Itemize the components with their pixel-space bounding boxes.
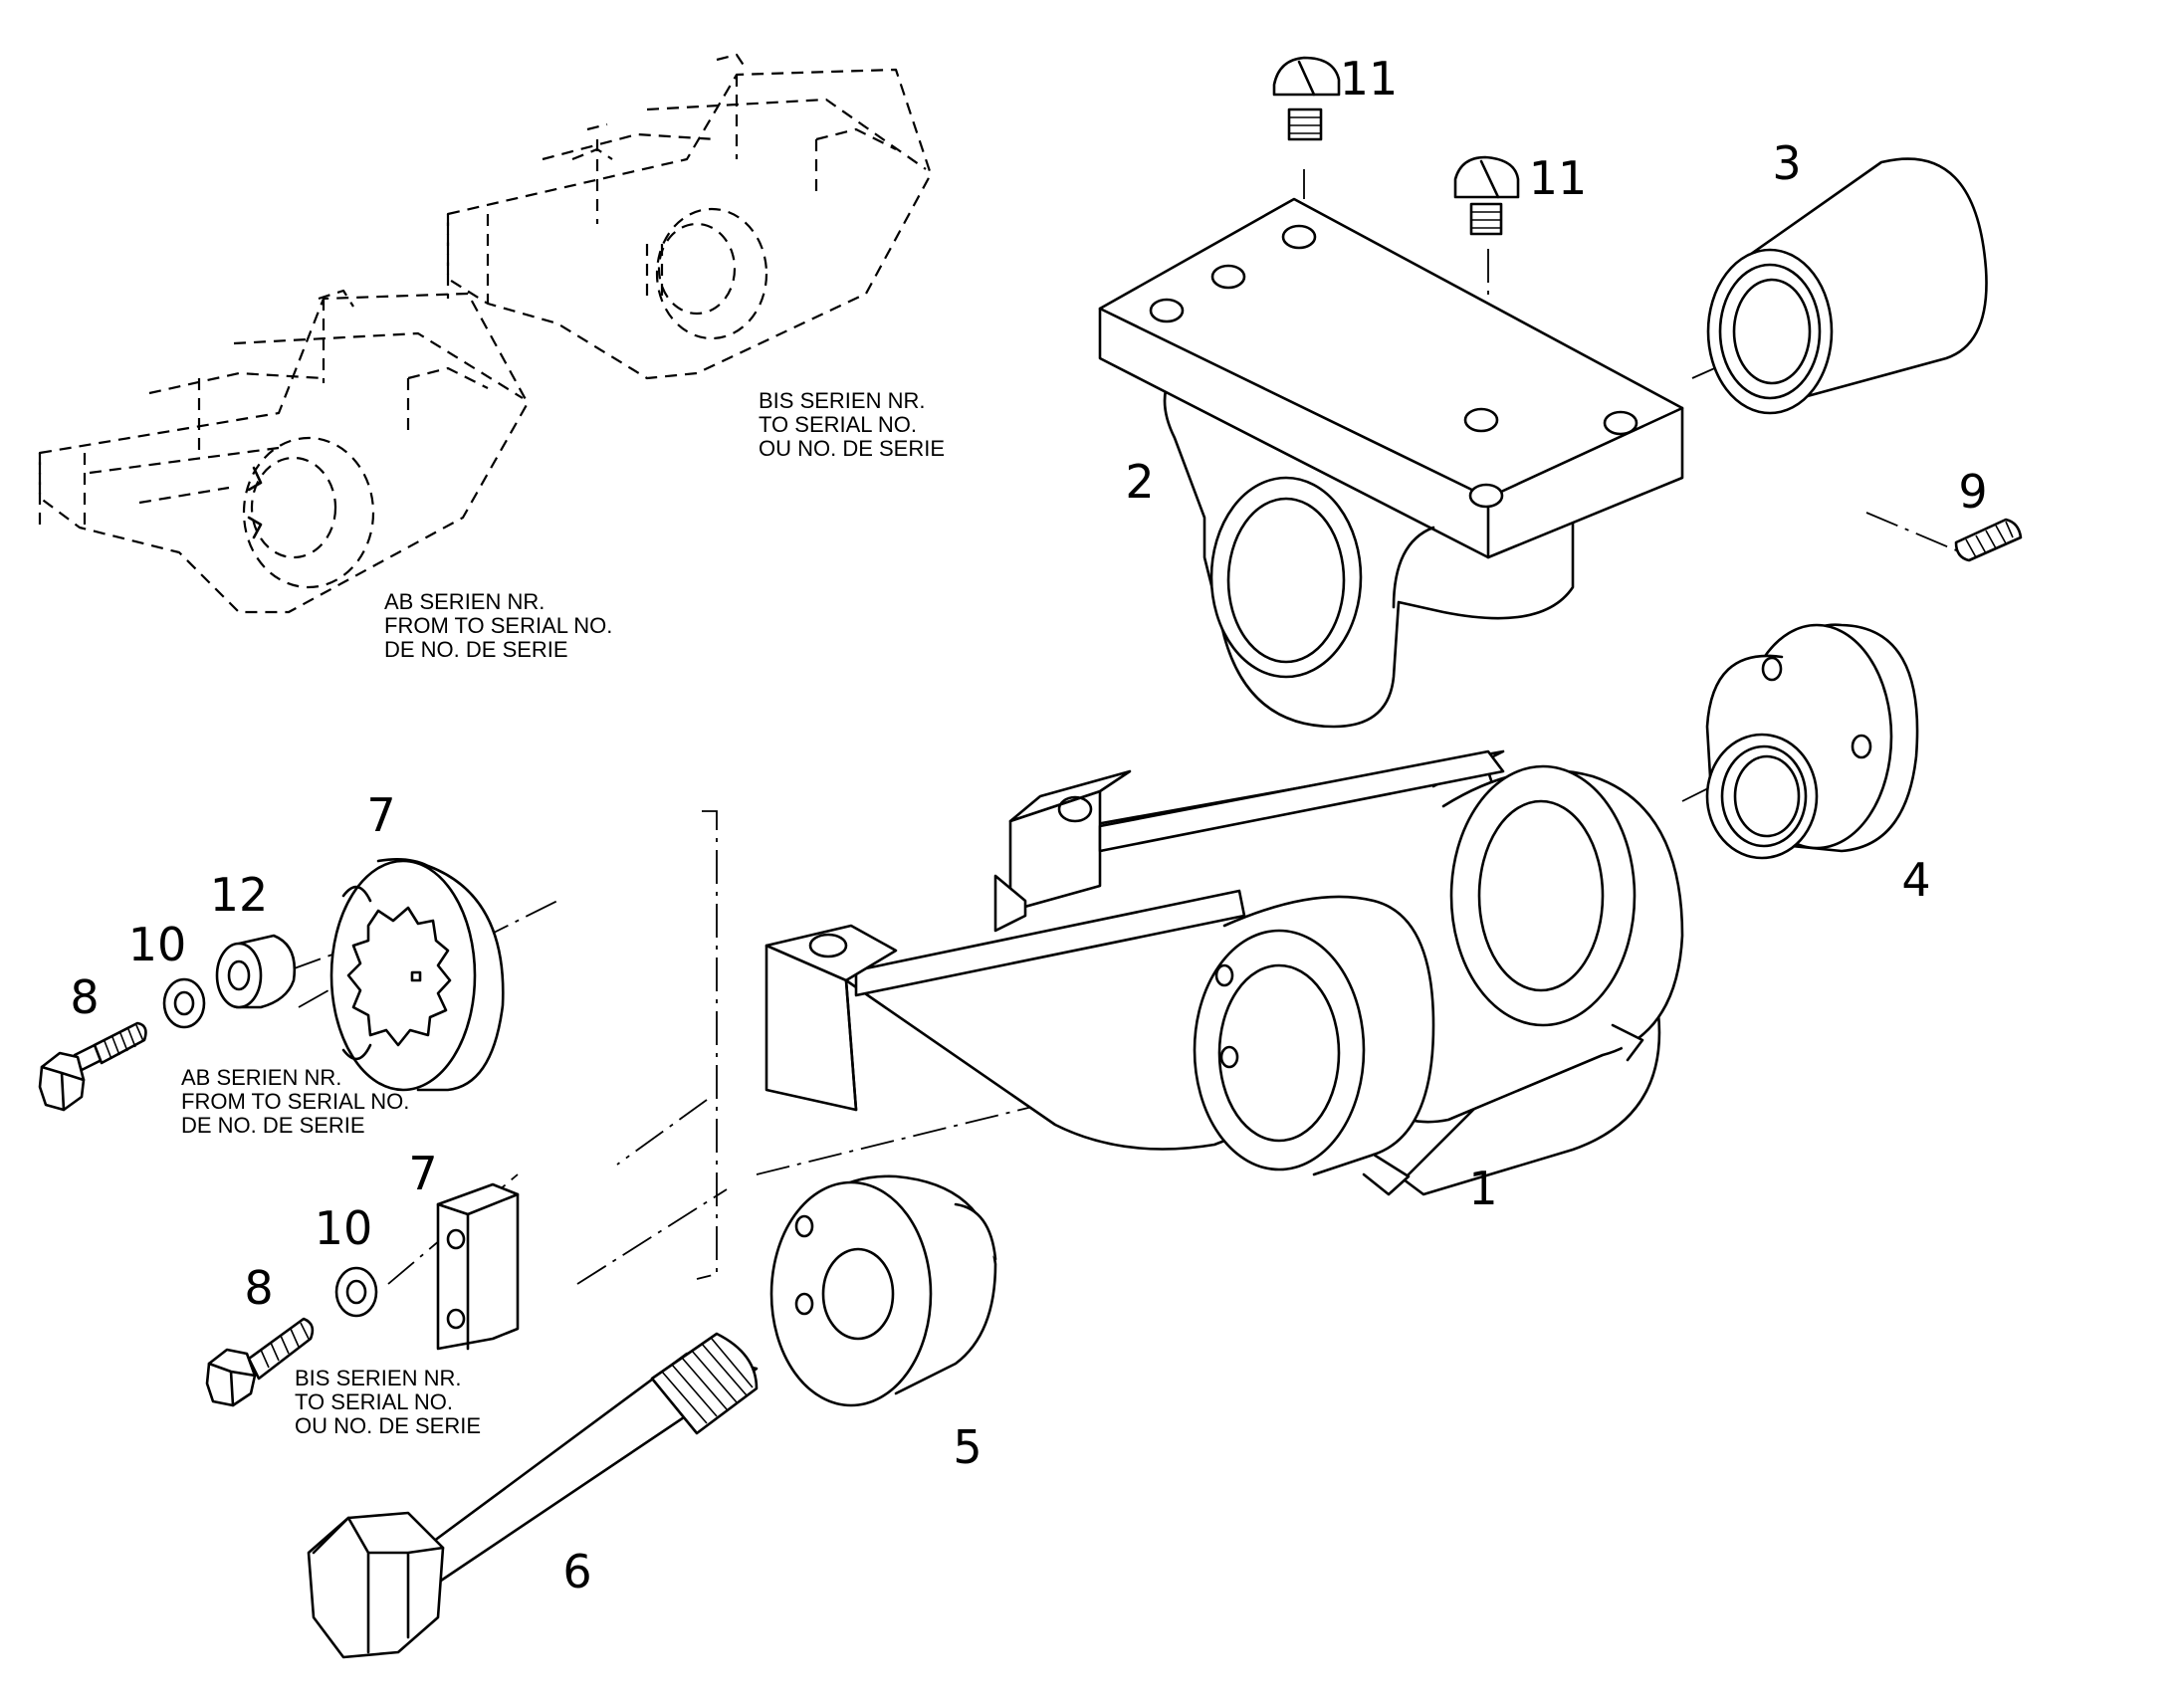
part-7-block [436, 1182, 520, 1351]
svg-text:FROM TO SERIAL NO.: FROM TO SERIAL NO. [384, 613, 612, 638]
svg-text:AB SERIEN NR.: AB SERIEN NR. [384, 589, 545, 614]
inset-assembly-bottom [38, 289, 530, 614]
svg-text:FROM TO SERIAL NO.: FROM TO SERIAL NO. [181, 1089, 409, 1114]
part-9-set-screw [1954, 518, 2023, 562]
note-inset-top: BIS SERIEN NR. TO SERIAL NO. OU NO. DE S… [759, 388, 945, 461]
callout-10-bottom: 10 [315, 1201, 373, 1255]
callout-11-b: 11 [1529, 151, 1588, 205]
callout-8-bottom: 8 [244, 1261, 273, 1315]
callout-7-gear: 7 [366, 788, 395, 842]
part-12-spacer [215, 934, 297, 1009]
part-8-bolt-b [205, 1317, 315, 1407]
part-1-main-housing [764, 749, 1684, 1196]
callout-3: 3 [1772, 136, 1801, 190]
inset-assembly-top [446, 53, 933, 380]
svg-text:TO SERIAL NO.: TO SERIAL NO. [295, 1389, 453, 1414]
part-7-gear-plate [329, 858, 505, 1092]
callout-4: 4 [1901, 853, 1930, 907]
callout-5: 5 [953, 1420, 982, 1474]
callout-7-block: 7 [408, 1147, 437, 1200]
svg-text:BIS SERIEN NR.: BIS SERIEN NR. [295, 1366, 461, 1390]
part-5-flange [769, 1174, 997, 1407]
part-4-flanged-bearing [1705, 623, 1919, 860]
callout-9: 9 [1958, 465, 1987, 519]
part-11-plug-b [1453, 155, 1520, 236]
callout-8-top: 8 [70, 970, 99, 1024]
callout-12: 12 [210, 868, 269, 922]
note-inset-bottom: AB SERIEN NR. FROM TO SERIAL NO. DE NO. … [384, 589, 612, 662]
part-11-plug-a [1272, 56, 1341, 141]
callout-11-a: 11 [1340, 52, 1399, 106]
part-6-hex-bolt [307, 1332, 759, 1659]
svg-text:OU NO. DE SERIE: OU NO. DE SERIE [759, 436, 945, 461]
part-2-mounting-bracket [1098, 197, 1684, 729]
callout-10-top: 10 [128, 918, 187, 971]
note-block-variant: BIS SERIEN NR. TO SERIAL NO. OU NO. DE S… [295, 1366, 481, 1438]
svg-text:AB SERIEN NR.: AB SERIEN NR. [181, 1065, 341, 1090]
svg-text:TO SERIAL NO.: TO SERIAL NO. [759, 412, 917, 437]
part-8-bolt-a [38, 1021, 147, 1112]
part-3-bushing [1706, 157, 1988, 415]
svg-text:DE NO. DE SERIE: DE NO. DE SERIE [181, 1113, 365, 1138]
svg-text:DE NO. DE SERIE: DE NO. DE SERIE [384, 637, 568, 662]
part-10-washer-b [334, 1266, 378, 1318]
svg-text:OU NO. DE SERIE: OU NO. DE SERIE [295, 1413, 481, 1438]
callout-2: 2 [1125, 455, 1154, 509]
callout-6: 6 [562, 1545, 591, 1598]
svg-text:BIS SERIEN NR.: BIS SERIEN NR. [759, 388, 925, 413]
callout-1: 1 [1468, 1162, 1497, 1215]
part-10-washer-a [162, 977, 206, 1029]
note-gear-variant: AB SERIEN NR. FROM TO SERIAL NO. DE NO. … [181, 1065, 409, 1138]
